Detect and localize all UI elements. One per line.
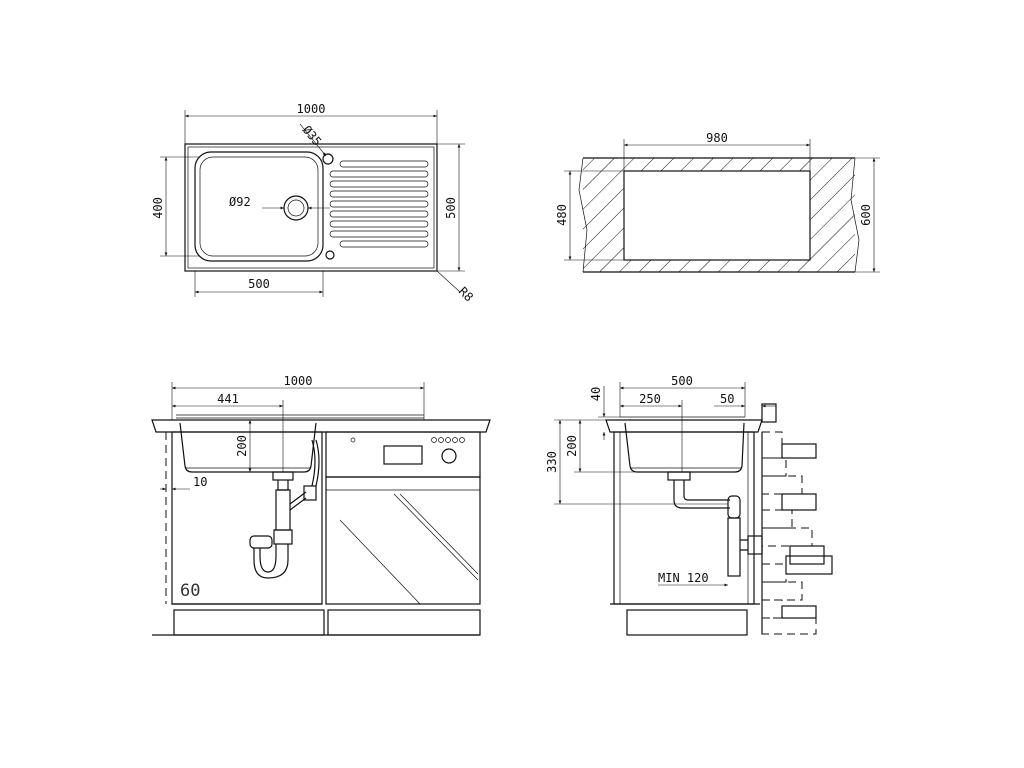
drainboard-ribs [329, 160, 429, 248]
dim-worktop-depth: 600 [859, 204, 873, 226]
cutout-view: 980 480 600 [555, 131, 880, 273]
drain-outer [283, 195, 309, 221]
dim-min-clearance: MIN 120 [658, 571, 709, 585]
dim-drain: Ø92 [229, 195, 251, 209]
front-bowl [179, 422, 317, 473]
dim-tap-hole: Ø35 [300, 123, 325, 149]
dim-total-height: 330 [545, 451, 559, 473]
side-bowl [624, 422, 745, 473]
overflow-hole [325, 250, 335, 260]
appliance-knob [441, 448, 457, 464]
appliance-buttons [431, 437, 465, 443]
bowl-inner [199, 156, 319, 257]
dim-wall-offset: 10 [193, 475, 207, 489]
appliance-display [383, 445, 423, 465]
dim-front-bowl-depth: 200 [235, 435, 249, 457]
bowl-outline [194, 151, 324, 262]
front-view: 60 [151, 374, 491, 636]
siphon [249, 439, 320, 579]
sink-outline [184, 143, 438, 272]
appliance-door [325, 476, 481, 605]
cutout-opening [623, 170, 811, 261]
sink-rim [187, 146, 435, 269]
dim-top-height: 500 [444, 197, 458, 219]
brick-wall [761, 403, 833, 635]
dim-drain-offset: 441 [217, 392, 239, 406]
top-view: 1000 500 400 500 Ø35 Ø92 R8 [151, 102, 476, 304]
drain-inner [287, 199, 305, 217]
dim-cut-width: 980 [706, 131, 728, 145]
side-view: 500 250 50 40 200 330 MIN 120 [545, 374, 833, 636]
dim-bowl-height: 400 [151, 197, 165, 219]
dim-front-width: 1000 [284, 374, 313, 388]
dim-drain-center: 250 [639, 392, 661, 406]
worktop [151, 419, 491, 433]
dim-cut-height: 480 [555, 204, 569, 226]
dim-top-thickness: 40 [589, 387, 603, 401]
dim-top-width: 1000 [297, 102, 326, 116]
dim-back-offset: 50 [720, 392, 734, 406]
dim-side-depth: 500 [671, 374, 693, 388]
dim-corner-radius: R8 [456, 284, 476, 304]
tap-hole [322, 153, 334, 165]
side-worktop [605, 419, 763, 433]
dim-bowl-width: 500 [248, 277, 270, 291]
cabinet-label: 60 [180, 581, 200, 601]
dim-side-bowl-depth: 200 [565, 435, 579, 457]
